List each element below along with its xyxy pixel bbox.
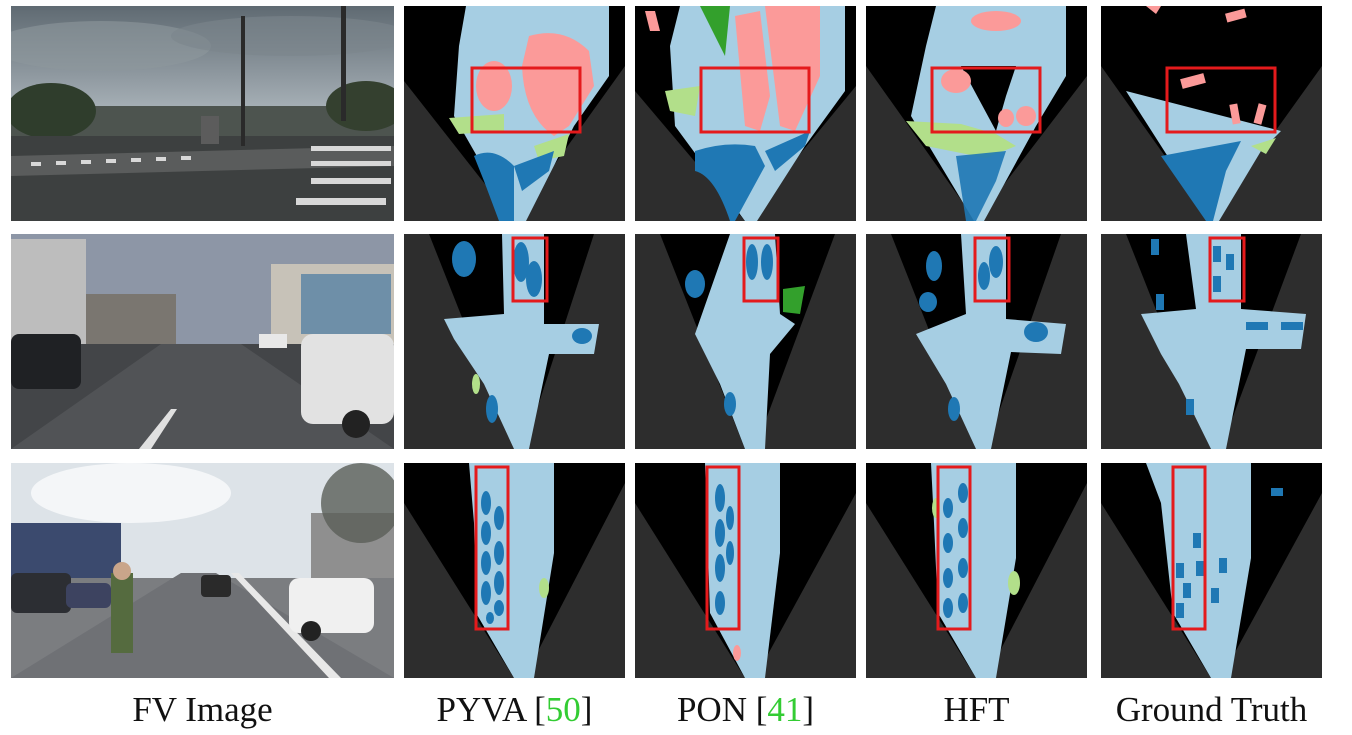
ground-truth-row3 (1101, 463, 1322, 678)
caption-pyva-close: ] (580, 690, 593, 729)
caption-ground-truth-label: Ground Truth (1115, 690, 1308, 729)
pyva-prediction-row2 (404, 234, 625, 449)
ground-truth-row1 (1101, 6, 1322, 221)
caption-hft-label: HFT (943, 690, 1010, 729)
caption-pyva-label: PYVA [ (436, 690, 546, 729)
caption-pon-label: PON [ (676, 690, 768, 729)
caption-fv-image-label: FV Image (132, 690, 273, 729)
caption-pon-close: ] (802, 690, 815, 729)
pyva-prediction-row3 (404, 463, 625, 678)
pon-prediction-row3 (635, 463, 856, 678)
pon-prediction-row1 (635, 6, 856, 221)
pyva-prediction-row1 (404, 6, 625, 221)
fv-image-row1 (11, 6, 394, 221)
hft-prediction-row3 (866, 463, 1087, 678)
pon-prediction-row2 (635, 234, 856, 449)
caption-fv-image: FV Image (40, 688, 365, 732)
fv-image-row3 (11, 463, 394, 678)
hft-prediction-row1 (866, 6, 1087, 221)
caption-pyva-ref[interactable]: 50 (545, 690, 581, 729)
caption-pon: PON [41] (635, 688, 856, 732)
fv-image-row2 (11, 234, 394, 449)
caption-pyva: PYVA [50] (404, 688, 625, 732)
hft-prediction-row2 (866, 234, 1087, 449)
caption-ground-truth: Ground Truth (1091, 688, 1332, 732)
ground-truth-row2 (1101, 234, 1322, 449)
caption-hft: HFT (866, 688, 1087, 732)
caption-pon-ref[interactable]: 41 (767, 690, 803, 729)
